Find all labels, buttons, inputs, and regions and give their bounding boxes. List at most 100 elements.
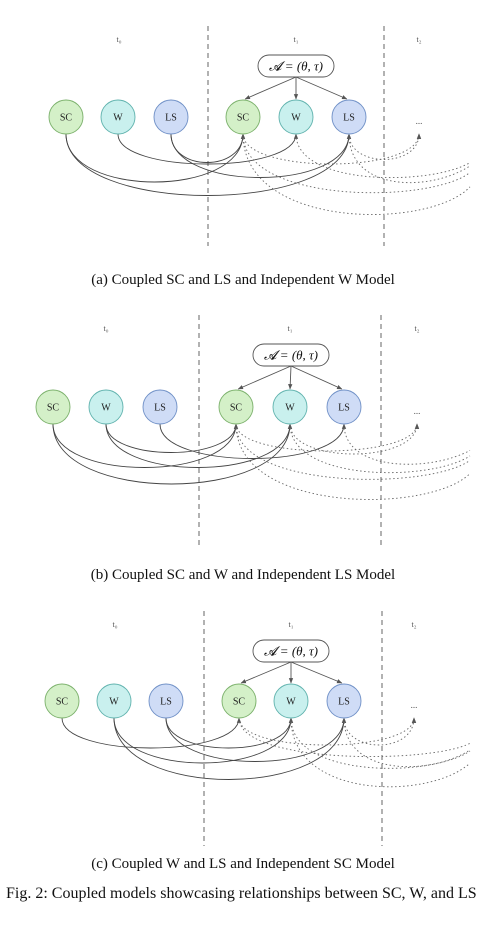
future-edge xyxy=(343,717,471,768)
node-label-w: W xyxy=(109,697,119,708)
future-edge xyxy=(348,133,422,160)
node-label-ls: LS xyxy=(154,403,166,414)
node-ls xyxy=(148,683,184,719)
time-label-2: t₂ xyxy=(416,35,421,44)
future-edge xyxy=(238,717,417,746)
future-edge xyxy=(289,423,420,455)
time-label-1: t₁ xyxy=(293,35,298,44)
future-edge xyxy=(290,717,471,769)
action-label: 𝓐 = (θ, τ) xyxy=(269,59,323,74)
future-edge xyxy=(289,423,471,474)
time-label-2: t₂ xyxy=(414,324,419,333)
future-edge xyxy=(343,423,471,465)
node-ls xyxy=(326,389,362,425)
panel-a: t₀ t₁ t₂ 𝓐 = (θ, τ) SC W LS SC W LS... (a) Couple… xyxy=(0,0,486,300)
time-label-1: t₁ xyxy=(288,620,293,629)
coupling-edge xyxy=(52,423,239,468)
future-edge xyxy=(295,133,471,178)
node-label-ls: LS xyxy=(338,403,350,414)
action-arrow xyxy=(290,661,343,684)
future-edge xyxy=(290,717,471,788)
node-w xyxy=(273,683,309,719)
subcaption-b: (b) Coupled SC and W and Independent LS … xyxy=(90,567,396,583)
node-sc xyxy=(221,683,257,719)
diagram-b: t₀ t₁ t₂ 𝓐 = (θ, τ) SC W LS SC W LS... xyxy=(35,315,471,546)
node-label-sc: SC xyxy=(237,113,250,124)
node-sc xyxy=(44,683,80,719)
time-label-0: t₀ xyxy=(116,35,121,44)
action-arrow xyxy=(244,76,297,100)
coupling-edge xyxy=(117,133,299,165)
coupling-edge xyxy=(105,423,239,453)
node-sc xyxy=(218,389,254,425)
node-label-ls: LS xyxy=(343,113,355,124)
action-arrow xyxy=(295,76,348,100)
node-label-ls: LS xyxy=(165,113,177,124)
node-w xyxy=(88,389,124,425)
coupling-edge xyxy=(165,717,347,762)
ellipsis: ... xyxy=(411,700,418,710)
node-label-w: W xyxy=(113,113,123,124)
time-label-0: t₀ xyxy=(103,324,108,333)
node-ls xyxy=(326,683,362,719)
ellipsis: ... xyxy=(416,116,423,126)
panel-c: t₀ t₁ t₂ 𝓐 = (θ, τ) SC W LS SC W LS... (c) Couple… xyxy=(0,600,486,885)
action-label: 𝓐 = (θ, τ) xyxy=(264,644,318,659)
time-label-0: t₀ xyxy=(112,620,117,629)
node-sc xyxy=(48,99,84,135)
future-edge xyxy=(235,423,471,500)
time-label-1: t₁ xyxy=(287,324,292,333)
node-label-w: W xyxy=(101,403,111,414)
node-w xyxy=(272,389,308,425)
node-label-sc: SC xyxy=(60,113,73,124)
node-w xyxy=(100,99,136,135)
node-label-ls: LS xyxy=(160,697,172,708)
diagram-a: t₀ t₁ t₂ 𝓐 = (θ, τ) SC W LS SC W LS... xyxy=(48,26,471,246)
coupling-edge xyxy=(65,133,246,183)
action-arrow xyxy=(288,365,293,390)
node-label-w: W xyxy=(286,697,296,708)
action-arrow xyxy=(237,365,292,390)
node-label-sc: SC xyxy=(233,697,246,708)
coupling-edge xyxy=(113,717,347,780)
action-label: 𝓐 = (θ, τ) xyxy=(264,348,318,363)
diagram-c: t₀ t₁ t₂ 𝓐 = (θ, τ) SC W LS SC W LS... xyxy=(44,611,471,846)
node-sc xyxy=(225,99,261,135)
future-edge xyxy=(235,423,471,480)
time-label-2: t₂ xyxy=(411,620,416,629)
action-arrow xyxy=(240,661,292,684)
figure-caption: Fig. 2: Coupled models showcasing relati… xyxy=(6,885,477,902)
coupling-edge xyxy=(165,717,294,749)
node-ls xyxy=(153,99,189,135)
future-edge xyxy=(242,133,471,215)
ellipsis: ... xyxy=(414,406,421,416)
coupling-edge xyxy=(105,423,293,468)
node-label-w: W xyxy=(291,113,301,124)
node-ls xyxy=(331,99,367,135)
node-label-sc: SC xyxy=(47,403,60,414)
coupling-edge xyxy=(65,133,352,196)
node-label-ls: LS xyxy=(338,697,350,708)
node-ls xyxy=(142,389,178,425)
node-label-w: W xyxy=(285,403,295,414)
node-label-sc: SC xyxy=(230,403,243,414)
node-w xyxy=(96,683,132,719)
node-w xyxy=(278,99,314,135)
future-edge xyxy=(238,717,471,758)
coupling-edge xyxy=(159,423,347,459)
future-edge xyxy=(348,133,471,184)
coupling-edge xyxy=(113,717,294,764)
node-sc xyxy=(35,389,71,425)
future-edge xyxy=(235,423,420,452)
future-edge xyxy=(343,717,417,746)
subcaption-c: (c) Coupled W and LS and Independent SC … xyxy=(91,856,395,872)
coupling-edge xyxy=(61,717,242,749)
panel-b: t₀ t₁ t₂ 𝓐 = (θ, τ) SC W LS SC W LS... (b) Couple… xyxy=(0,300,486,600)
coupling-edge xyxy=(52,423,293,485)
action-arrow xyxy=(290,365,343,390)
subcaption-a: (a) Coupled SC and LS and Independent W … xyxy=(91,272,395,288)
future-edge xyxy=(242,133,422,165)
node-label-sc: SC xyxy=(56,697,69,708)
future-edge xyxy=(242,133,471,194)
coupling-edge xyxy=(170,133,352,178)
